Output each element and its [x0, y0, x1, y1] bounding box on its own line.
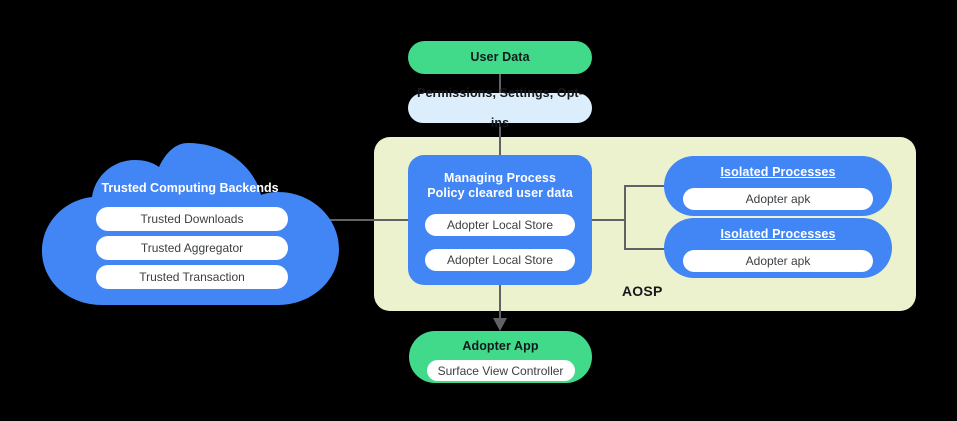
connector-permissions-to-managing-process [499, 123, 501, 155]
managing-process-node[interactable]: Managing Process Policy cleared user dat… [408, 155, 592, 285]
trusted-computing-backends-cloud[interactable]: Trusted Computing Backends Trusted Downl… [40, 143, 340, 310]
cloud-item-trusted-downloads[interactable]: Trusted Downloads [96, 207, 288, 231]
isolated-process-title-2: Isolated Processes [720, 227, 836, 241]
user-data-title: User Data [470, 50, 530, 64]
cloud-item-trusted-aggregator[interactable]: Trusted Aggregator [96, 236, 288, 260]
adopter-apk-2[interactable]: Adopter apk [683, 250, 873, 272]
permissions-settings-optins-node[interactable]: Permissions, Settings, Opt-ins [408, 86, 592, 130]
user-data-node[interactable]: User Data [408, 41, 592, 74]
managing-process-title-line2: Policy cleared user data [427, 186, 573, 200]
aosp-label: AOSP [622, 283, 663, 299]
surface-view-controller[interactable]: Surface View Controller [426, 360, 575, 381]
connector-cloud-to-managing-process [324, 219, 408, 221]
adopter-local-store-1[interactable]: Adopter Local Store [425, 214, 575, 236]
isolated-process-node-2[interactable]: Isolated Processes Adopter apk [664, 218, 892, 278]
managing-process-title: Managing Process Policy cleared user dat… [427, 171, 573, 201]
connector-branch-to-isolated-process-2 [624, 248, 666, 250]
adopter-app-node[interactable]: Adopter App Surface View Controller [409, 331, 592, 383]
cloud-item-trusted-transaction[interactable]: Trusted Transaction [96, 265, 288, 289]
connector-userdata-to-permissions [499, 74, 501, 93]
adopter-apk-1[interactable]: Adopter apk [683, 188, 873, 210]
adopter-local-store-2[interactable]: Adopter Local Store [425, 249, 575, 271]
isolated-process-title-1: Isolated Processes [720, 165, 836, 179]
connector-managing-process-to-branch [592, 219, 626, 221]
connector-branch-to-isolated-process-1 [624, 185, 666, 187]
arrowhead-down-icon [493, 318, 507, 331]
managing-process-title-line1: Managing Process [443, 171, 557, 185]
adopter-app-title: Adopter App [462, 339, 539, 353]
isolated-process-node-1[interactable]: Isolated Processes Adopter apk [664, 156, 892, 216]
permissions-title: Permissions, Settings, Opt-ins [417, 86, 583, 130]
connector-managing-process-to-adopter-app [499, 285, 501, 321]
cloud-title: Trusted Computing Backends [101, 181, 279, 195]
connector-branch-vertical [624, 186, 626, 250]
